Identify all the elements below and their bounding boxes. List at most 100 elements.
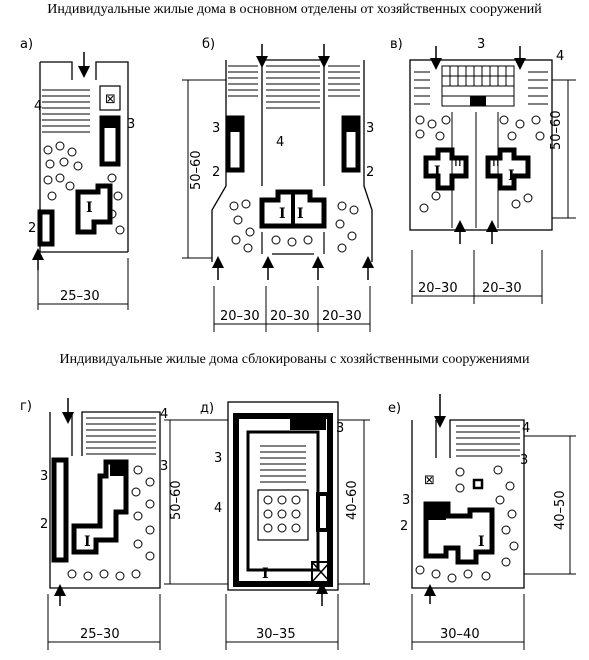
panel-b: б) 4 3 2 3 2 I I (182, 37, 374, 332)
panel-e-shed-mark: ⊠ (424, 473, 435, 488)
panel-e-letter: е) (388, 401, 401, 416)
panel-d-depth-label-right: 40–60 (345, 480, 360, 520)
panel-e-garden-hatch (456, 425, 520, 457)
panel-v-house-left (423, 147, 469, 191)
panel-b-trees (229, 199, 359, 253)
panel-g-label-3-right: 3 (160, 459, 168, 474)
panel-a-outbuilding-3-hatch (102, 118, 118, 128)
panel-d-inner-yard (246, 430, 320, 572)
panel-d: д) 3 3 4 I 50–60 40–60 (164, 401, 370, 650)
panel-a-trees (43, 141, 125, 235)
panel-v-shared-block-hatch (470, 96, 486, 106)
panel-g-house-label: I (84, 534, 91, 550)
panel-b-outbuilding-right-hatch (344, 118, 358, 132)
panel-d-width-dimension (225, 594, 339, 650)
panel-d-depth-dimension-right (338, 419, 370, 585)
panel-e-trees (415, 465, 519, 583)
panel-a-label-4: 4 (34, 99, 42, 114)
panel-d-house-label: I (262, 566, 269, 582)
panel-e-hatch-block (428, 506, 446, 520)
panel-g-trees (67, 465, 155, 581)
panel-d-lot-outline (227, 401, 339, 591)
panel-d-garage (316, 492, 330, 532)
panel-e-depth-label: 40–50 (553, 490, 568, 530)
panel-b-label-2-right: 2 (366, 165, 374, 180)
panel-b-letter: б) (202, 37, 215, 52)
panel-e-label-3-left: 3 (402, 493, 410, 508)
panel-v-plot-dividers (451, 112, 499, 228)
panel-d-gate-cross (311, 561, 331, 583)
panel-a-width-dimension (37, 258, 129, 310)
panel-g-label-3-left: 3 (40, 469, 48, 484)
panel-g-letter: г) (20, 399, 32, 414)
panel-b-label-3-left: 3 (212, 121, 220, 136)
panel-d-perimeter-block (233, 413, 333, 587)
panel-v-width-dimension (411, 250, 543, 304)
panel-d-trees (263, 495, 301, 533)
panel-a: а) 4 3 ⊠ I 2 (20, 37, 135, 310)
panel-v-annex-left: II (454, 155, 462, 170)
panel-b-depth-label: 50–60 (189, 150, 204, 190)
panel-d-label-4: 4 (214, 501, 222, 516)
panel-v-width-label-2: 20–30 (482, 281, 522, 296)
panel-e-label-3-right: 3 (520, 453, 528, 468)
panel-v-house-right-label: I (508, 168, 515, 184)
panel-g-garden-hatch (86, 417, 156, 455)
panel-a-label-3: 3 (127, 117, 135, 132)
panel-b-depth-dimension (182, 79, 226, 259)
panel-g-label-4: 4 (160, 407, 168, 422)
panel-b-lot-lines (211, 60, 373, 262)
panel-b-outbuilding-left-hatch (228, 118, 242, 132)
panel-a-outbuilding-2 (37, 209, 55, 247)
panel-b-label-3-right: 3 (366, 121, 374, 136)
panel-e-width-dimension (411, 594, 525, 650)
panel-e-label-2: 2 (400, 519, 408, 534)
panel-v-annex-right: II (492, 155, 500, 170)
panel-b-twin-houses (259, 189, 327, 229)
panel-a-house (75, 183, 113, 235)
panel-g: г) 4 3 2 3 I 25–30 (20, 398, 168, 650)
panel-a-yard-structure (99, 85, 121, 111)
panel-v-width-label-1: 20–30 (418, 281, 458, 296)
panel-a-house-label: I (86, 200, 93, 216)
panel-g-width-dimension (47, 594, 161, 650)
panel-b-garden-hatch (228, 65, 360, 109)
panel-e-small-shed (472, 478, 484, 490)
panel-d-garden-hatch (260, 445, 306, 483)
panel-e-label-4: 4 (522, 421, 530, 436)
panel-b-width-label-2: 20–30 (270, 309, 310, 324)
panel-b-house-right: I (297, 206, 304, 222)
panel-b-front-fence (261, 232, 325, 255)
panel-d-label-3-left: 3 (214, 451, 222, 466)
panel-b-width-dimension (213, 286, 371, 332)
panel-e-width-label: 30–40 (440, 627, 480, 642)
panel-a-width-label: 25–30 (60, 289, 100, 304)
panel-v-house-left-label: I (434, 164, 441, 180)
panel-d-label-3-top: 3 (336, 421, 344, 436)
panel-v-depth-label: 50–60 (549, 110, 564, 150)
panel-b-width-label-3: 20–30 (322, 309, 362, 324)
panel-d-width-label: 30–35 (256, 627, 296, 642)
panel-d-orchard (257, 489, 309, 541)
panel-d-depth-dimension-left (164, 419, 228, 585)
panel-g-width-label: 25–30 (80, 627, 120, 642)
panel-a-lot-top (40, 61, 129, 88)
panel-v-label-4: 4 (556, 49, 564, 64)
panel-b-width-label-1: 20–30 (220, 309, 260, 324)
panel-e: е) 4 3 ⊠ 3 2 I 40–50 30–40 (388, 394, 576, 650)
panel-d-hatch-block (290, 418, 326, 430)
panel-d-letter: д) (200, 401, 214, 416)
panel-v-lot-outline (409, 59, 553, 231)
panel-a-letter: а) (20, 37, 33, 52)
panel-v-trees (415, 115, 545, 213)
panel-v-depth-dimension (552, 79, 576, 219)
panel-g-label-2: 2 (40, 517, 48, 532)
panel-b-label-2-left: 2 (212, 165, 220, 180)
panel-b-label-4: 4 (276, 135, 284, 150)
panel-e-house-label: I (478, 534, 485, 550)
panel-v-garden-hatch (414, 71, 548, 105)
panel-a-garden-hatch (42, 89, 90, 133)
panel-e-house (423, 501, 495, 565)
panel-g-hatch-block (110, 462, 124, 476)
panel-v-house-right (485, 147, 531, 191)
